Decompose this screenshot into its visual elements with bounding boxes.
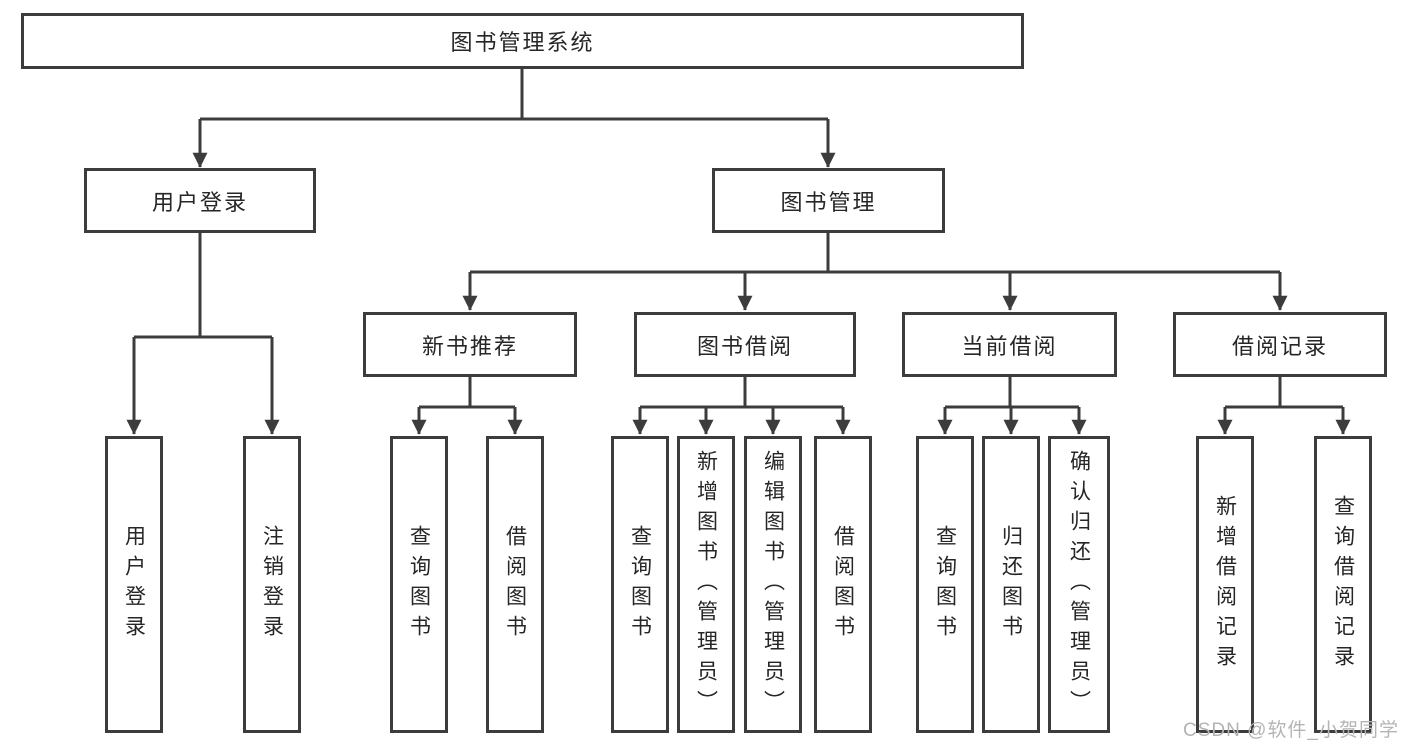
node-borrow-records-label: 借阅记录 <box>1231 333 1328 359</box>
node-root: 图书管理系统 <box>21 13 1024 69</box>
connector-book-borrow <box>640 377 843 409</box>
node-user-login-label: 用户登录 <box>151 189 248 215</box>
leaf-bb-add-book-admin: 新增图书（管理员） <box>677 436 735 733</box>
connector-borrow-records <box>1225 377 1343 409</box>
node-book-management-label: 图书管理 <box>780 189 877 215</box>
node-new-book-recommend-label: 新书推荐 <box>421 333 518 359</box>
node-book-management: 图书管理 <box>712 168 945 233</box>
leaf-nb-borrow-book: 借阅图书 <box>486 436 544 733</box>
leaf-nb-borrow-book-label: 借阅图书 <box>503 524 527 645</box>
node-book-borrow: 图书借阅 <box>634 312 856 377</box>
leaf-user-login-label: 用户登录 <box>122 524 146 645</box>
leaf-nb-query-book: 查询图书 <box>390 436 448 733</box>
node-new-book-recommend: 新书推荐 <box>363 312 577 377</box>
node-current-borrow-label: 当前借阅 <box>961 333 1058 359</box>
leaf-bb-edit-book-admin-label: 编辑图书（管理员） <box>761 449 785 720</box>
leaf-cb-query-book: 查询图书 <box>916 436 974 733</box>
leaf-cb-query-book-label: 查询图书 <box>933 524 957 645</box>
connector-new-book <box>419 377 515 409</box>
leaf-bb-borrow-book-label: 借阅图书 <box>831 524 855 645</box>
connector-current-borrow <box>945 377 1079 409</box>
leaf-bb-query-book: 查询图书 <box>611 436 669 733</box>
leaf-bb-query-book-label: 查询图书 <box>628 524 652 645</box>
connector-book-management <box>470 233 1280 274</box>
leaf-br-query-record-label: 查询借阅记录 <box>1331 494 1355 675</box>
leaf-logout: 注销登录 <box>243 436 301 733</box>
leaf-cb-return-book: 归还图书 <box>982 436 1040 733</box>
leaf-cb-confirm-return-admin-label: 确认归还（管理员） <box>1067 449 1091 720</box>
leaf-cb-confirm-return-admin: 确认归还（管理员） <box>1048 436 1110 733</box>
leaf-br-query-record: 查询借阅记录 <box>1314 436 1372 733</box>
leaf-bb-add-book-admin-label: 新增图书（管理员） <box>694 449 718 720</box>
leaf-bb-edit-book-admin: 编辑图书（管理员） <box>744 436 802 733</box>
leaf-br-add-record: 新增借阅记录 <box>1196 436 1254 733</box>
leaf-br-add-record-label: 新增借阅记录 <box>1213 494 1237 675</box>
leaf-logout-label: 注销登录 <box>260 524 284 645</box>
node-book-borrow-label: 图书借阅 <box>696 333 793 359</box>
leaf-nb-query-book-label: 查询图书 <box>407 524 431 645</box>
csdn-watermark: CSDN @软件_小贺同学 <box>1183 720 1399 741</box>
connector-root <box>200 69 828 121</box>
leaf-cb-return-book-label: 归还图书 <box>999 524 1023 645</box>
node-user-login: 用户登录 <box>84 168 316 233</box>
connector-user-login <box>134 233 272 339</box>
leaf-bb-borrow-book: 借阅图书 <box>814 436 872 733</box>
node-root-label: 图书管理系统 <box>450 30 595 55</box>
node-borrow-records: 借阅记录 <box>1173 312 1387 377</box>
leaf-user-login: 用户登录 <box>105 436 163 733</box>
node-current-borrow: 当前借阅 <box>902 312 1117 377</box>
